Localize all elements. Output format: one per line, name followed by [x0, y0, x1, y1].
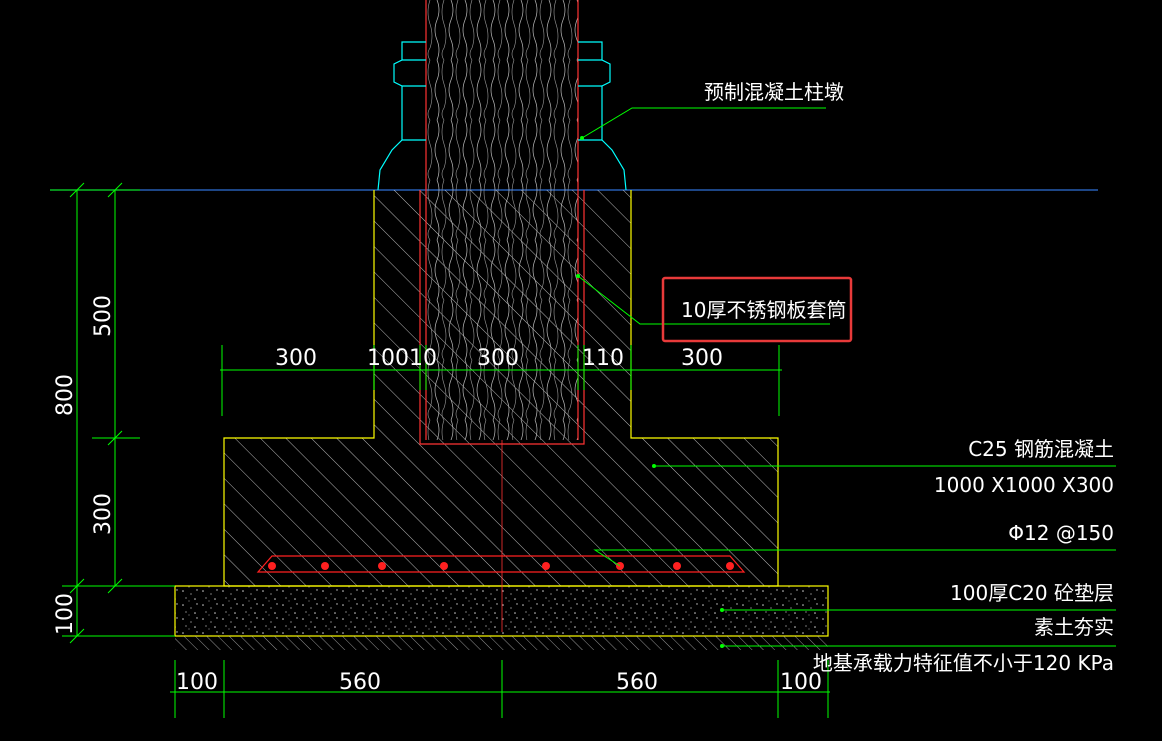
label-cushion: 100厚C20 砼垫层	[950, 581, 1114, 605]
dim-bottom-left-100: 100	[176, 670, 218, 695]
footing-hatch	[224, 438, 778, 586]
rebar-line	[256, 555, 746, 573]
dim-bottom-right-100: 100	[780, 670, 822, 695]
label-footing-size: 1000 X1000 X300	[934, 473, 1114, 497]
dim-bottom-560-left: 560	[339, 670, 381, 695]
cushion-layer	[174, 585, 829, 637]
highlight-box	[661, 276, 853, 343]
label-rebar: Φ12 @150	[1008, 521, 1114, 545]
compacted-soil	[175, 636, 828, 650]
dim-total-800: 800	[53, 374, 78, 416]
dim-bottom-560-right: 560	[616, 670, 658, 695]
bottom-dimensions	[170, 660, 830, 718]
vertical-dimensions	[50, 182, 175, 644]
dim-top-left-300: 300	[275, 346, 317, 371]
leader-lines	[577, 107, 1116, 647]
label-steel-sleeve: 10厚不锈钢板套筒	[681, 298, 846, 322]
label-soil: 素土夯实	[1034, 615, 1114, 639]
dim-top-right-300: 300	[681, 346, 723, 371]
dim-top-10010: 10010	[367, 346, 437, 371]
dim-upper-500: 500	[91, 295, 116, 337]
dim-middle-300: 300	[91, 493, 116, 535]
dim-top-110: 110	[582, 346, 624, 371]
wood-column	[426, 0, 578, 440]
top-dimensions	[220, 345, 782, 416]
precast-pier-shape	[377, 41, 627, 191]
dim-top-center-300: 300	[477, 346, 519, 371]
label-bearing: 地基承载力特征值不小于120 KPa	[813, 651, 1114, 675]
dim-bottom-100: 100	[53, 593, 78, 635]
rebar-dots	[268, 562, 734, 570]
label-concrete-grade: C25 钢筋混凝土	[968, 437, 1114, 461]
label-precast-pier: 预制混凝土柱墩	[704, 80, 844, 104]
